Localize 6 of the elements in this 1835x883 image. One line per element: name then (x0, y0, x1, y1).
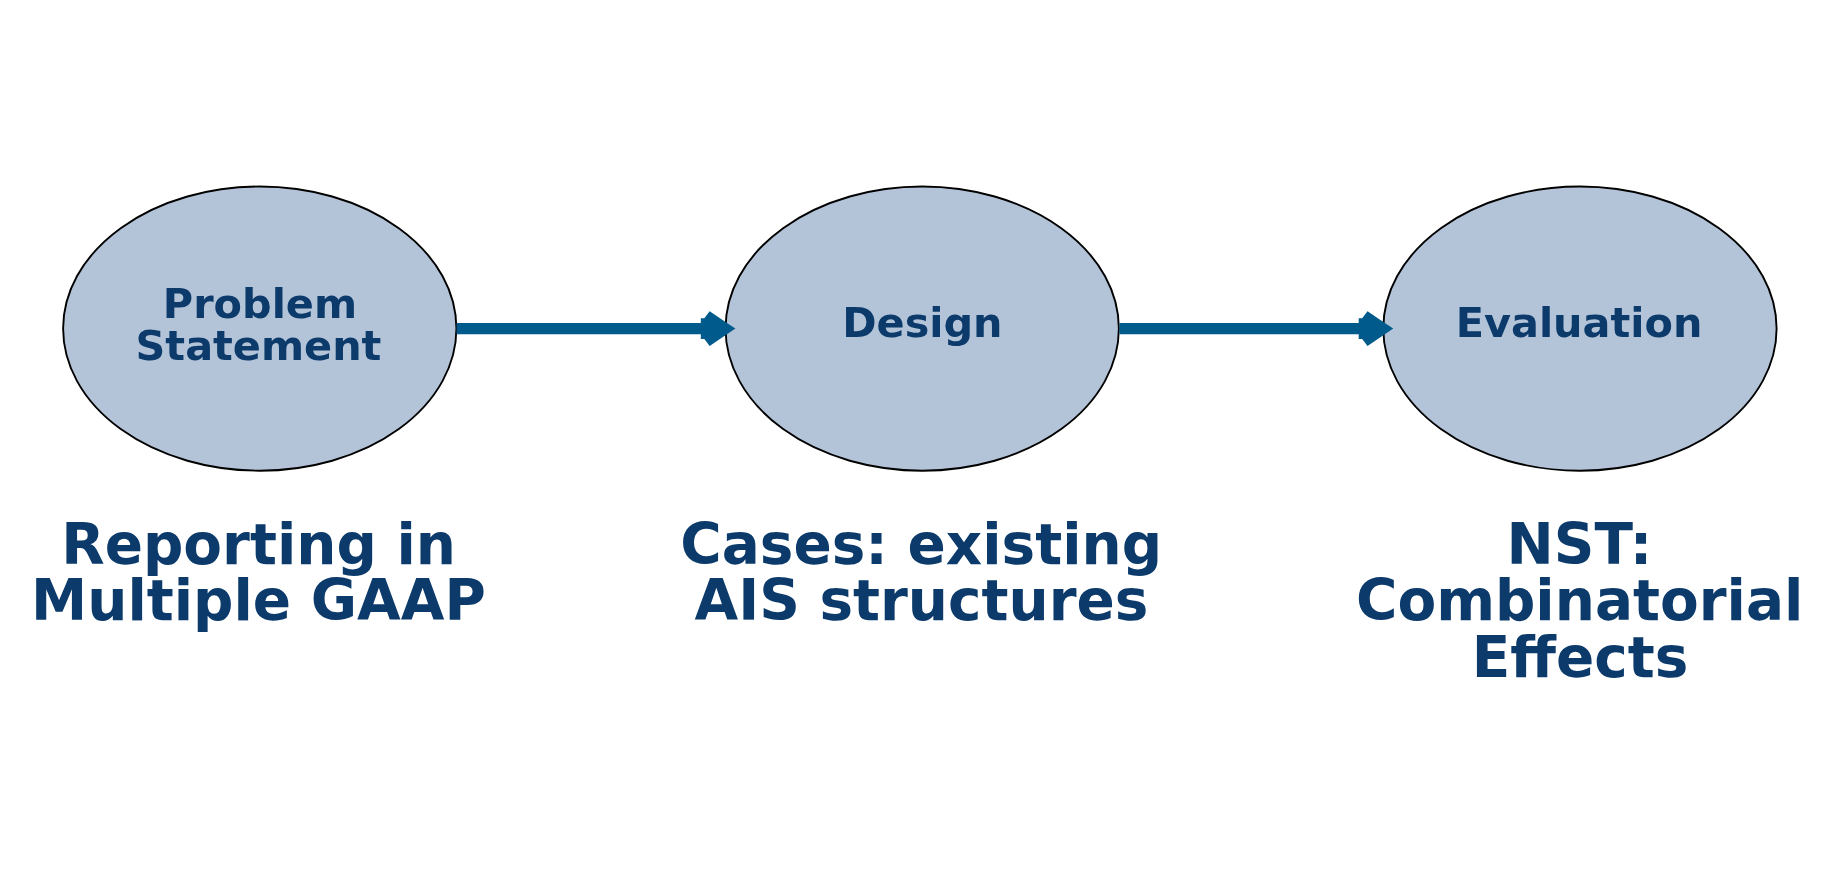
node-ellipse: Problem Statement (62, 185, 458, 472)
node-ellipse: Design (724, 185, 1120, 472)
node-label: NST: Combinatorial Effects (1355, 511, 1804, 690)
node-ellipse: Evaluation (1382, 185, 1778, 472)
node-label: Cases: existing AIS structures (680, 511, 1163, 633)
node-label: Reporting in Multiple GAAP (31, 511, 486, 633)
